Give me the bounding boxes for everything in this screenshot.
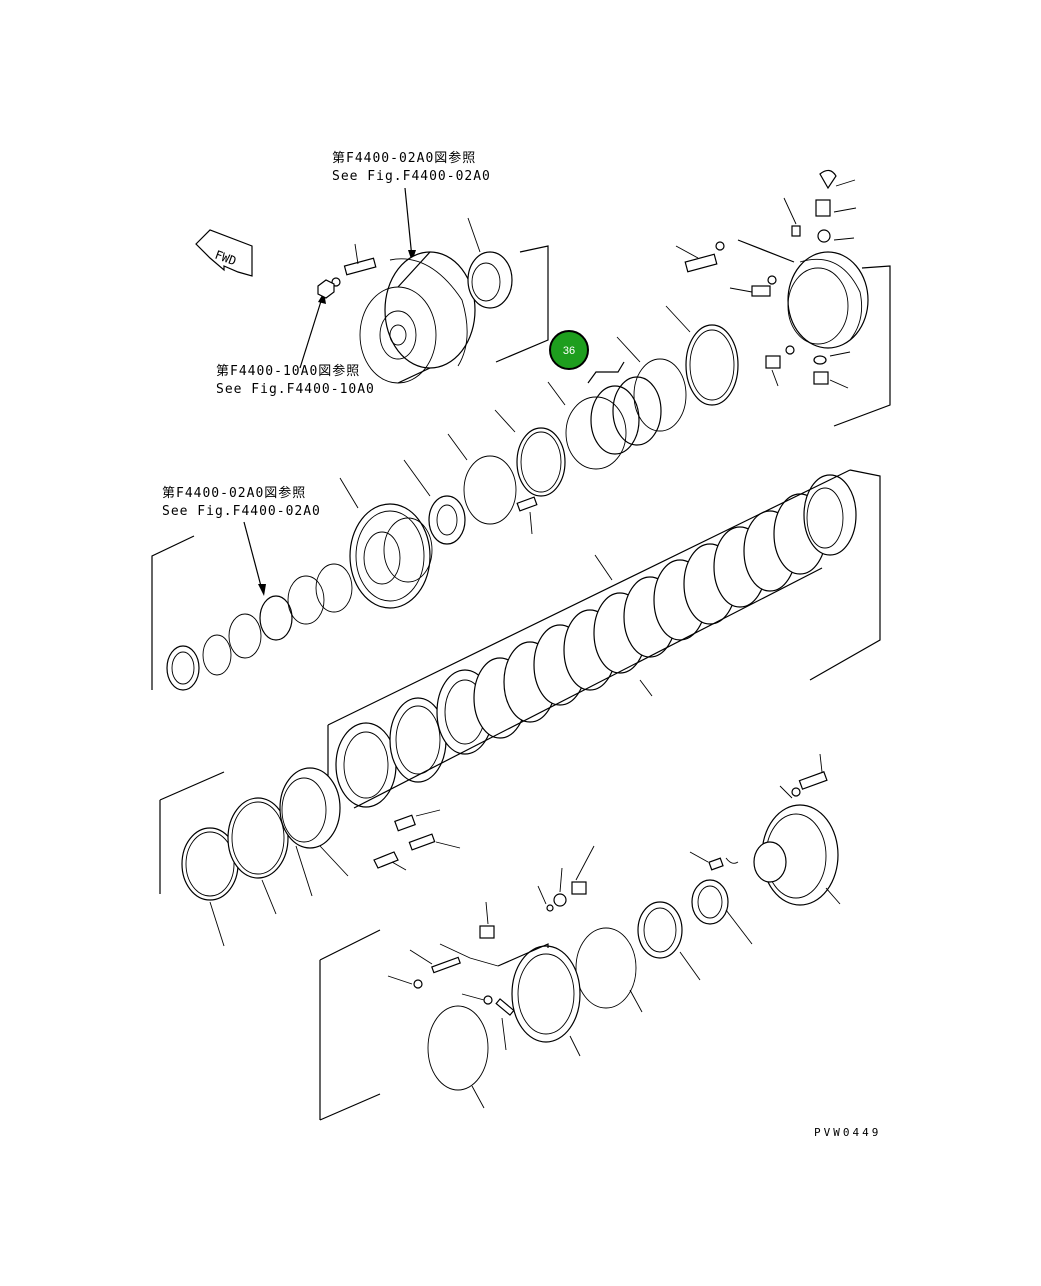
ring-gear	[339, 477, 433, 609]
reference-mid-japanese: 第F4400-10A0図参照	[216, 363, 360, 379]
reference-left-japanese: 第F4400-02A0図参照	[162, 485, 306, 501]
callout-36[interactable]: 36	[549, 330, 589, 370]
rings-upper	[403, 305, 739, 545]
fwd-arrow-icon: FWD	[195, 229, 253, 277]
reference-left-english: See Fig.F4400-02A0	[162, 504, 321, 519]
clutch-disc-pack	[327, 469, 881, 809]
cover-assembly	[675, 169, 891, 427]
callout-36-number: 36	[563, 345, 575, 357]
fwd-label: FWD	[213, 248, 238, 269]
bearings-lower	[537, 845, 753, 1013]
group-bracket-top	[495, 245, 549, 363]
bearing-top	[467, 217, 513, 309]
snap-rings-left	[151, 535, 353, 691]
clutch-housing	[359, 251, 476, 384]
figure-code: PVW0449	[814, 1126, 881, 1139]
bolt-and-nut	[317, 243, 377, 299]
reference-top-japanese: 第F4400-02A0図参照	[332, 150, 476, 166]
carrier-assembly	[319, 901, 581, 1121]
piston-assembly	[159, 767, 461, 947]
reference-top-english: See Fig.F4400-02A0	[332, 169, 491, 184]
reference-mid-english: See Fig.F4400-10A0	[216, 382, 375, 397]
output-hub	[689, 753, 841, 906]
